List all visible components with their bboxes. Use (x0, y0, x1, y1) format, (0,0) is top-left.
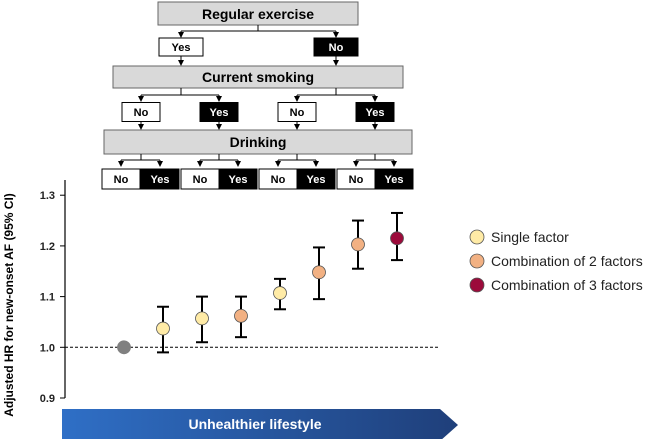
label-current-smoking: Current smoking (202, 69, 314, 85)
drinking-option-1-label: No (114, 174, 129, 186)
drinking-option-6-label: Yes (307, 174, 326, 186)
hr-point (156, 321, 170, 336)
drinking-option-5-label: No (271, 174, 286, 186)
drinking-option-8-label: Yes (385, 174, 404, 186)
smoking-option-2-label: Yes (210, 107, 229, 119)
smoking-option-4-box (355, 102, 395, 122)
y-tick-label: 1.0 (40, 342, 55, 354)
drinking-option-4-label: Yes (229, 174, 248, 186)
y-tick-label: 1.3 (40, 190, 55, 202)
drinking-option-1-box (101, 168, 141, 190)
smoking-option-1-label: No (134, 107, 149, 119)
y-tick-label: 0.9 (40, 393, 55, 405)
hr-point (234, 308, 248, 323)
smoking-option-1-box (121, 102, 161, 122)
drinking-option-7-label: No (349, 174, 364, 186)
y-tick-label: 1.1 (40, 292, 55, 304)
box-drinking (103, 129, 413, 155)
legend-marker (469, 229, 485, 245)
smoking-option-3-label: No (290, 107, 305, 119)
exercise-option-1-box (158, 37, 204, 57)
legend-label: Combination of 2 factors (491, 253, 643, 269)
drinking-option-2-label: Yes (151, 174, 170, 186)
legend-label: Single factor (491, 229, 569, 245)
hr-point (117, 340, 131, 355)
smoking-option-2-box (199, 102, 239, 122)
drinking-option-6-box (296, 168, 336, 190)
arrow-label: Unhealthier lifestyle (188, 416, 321, 432)
drinking-option-3-label: No (193, 174, 208, 186)
exercise-option-1-label: Yes (172, 42, 191, 54)
y-tick-label: 1.2 (40, 241, 55, 253)
tree-connectors (118, 25, 397, 167)
label-regular-exercise: Regular exercise (202, 6, 314, 22)
forest-chart: Adjusted HR for new-onset AF (95% CI) 0.… (2, 180, 440, 417)
y-axis-label: Adjusted HR for new-onset AF (95% CI) (2, 193, 16, 417)
y-ticks: 0.9 1.0 1.1 1.2 1.3 (40, 190, 65, 405)
hr-point (351, 237, 365, 252)
hr-point (312, 265, 326, 280)
legend-marker (469, 277, 485, 293)
legend-marker (469, 253, 485, 269)
decision-tree: Regular exercise Current smoking Drinkin… (101, 1, 414, 190)
drinking-option-8-box (374, 168, 414, 190)
hr-point (195, 311, 209, 326)
box-current-smoking (112, 65, 404, 89)
unhealthier-lifestyle-arrow (62, 409, 458, 439)
exercise-option-2-box (313, 37, 359, 57)
label-drinking: Drinking (230, 134, 287, 150)
hr-point (273, 286, 287, 300)
legend-label: Combination of 3 factors (491, 277, 643, 293)
exercise-option-2-label: No (329, 42, 344, 54)
drinking-option-2-box (140, 168, 180, 190)
data-points (117, 211, 404, 355)
smoking-option-4-label: Yes (366, 107, 385, 119)
smoking-option-3-box (277, 102, 317, 122)
hr-point (390, 231, 404, 246)
drinking-option-4-box (218, 168, 258, 190)
